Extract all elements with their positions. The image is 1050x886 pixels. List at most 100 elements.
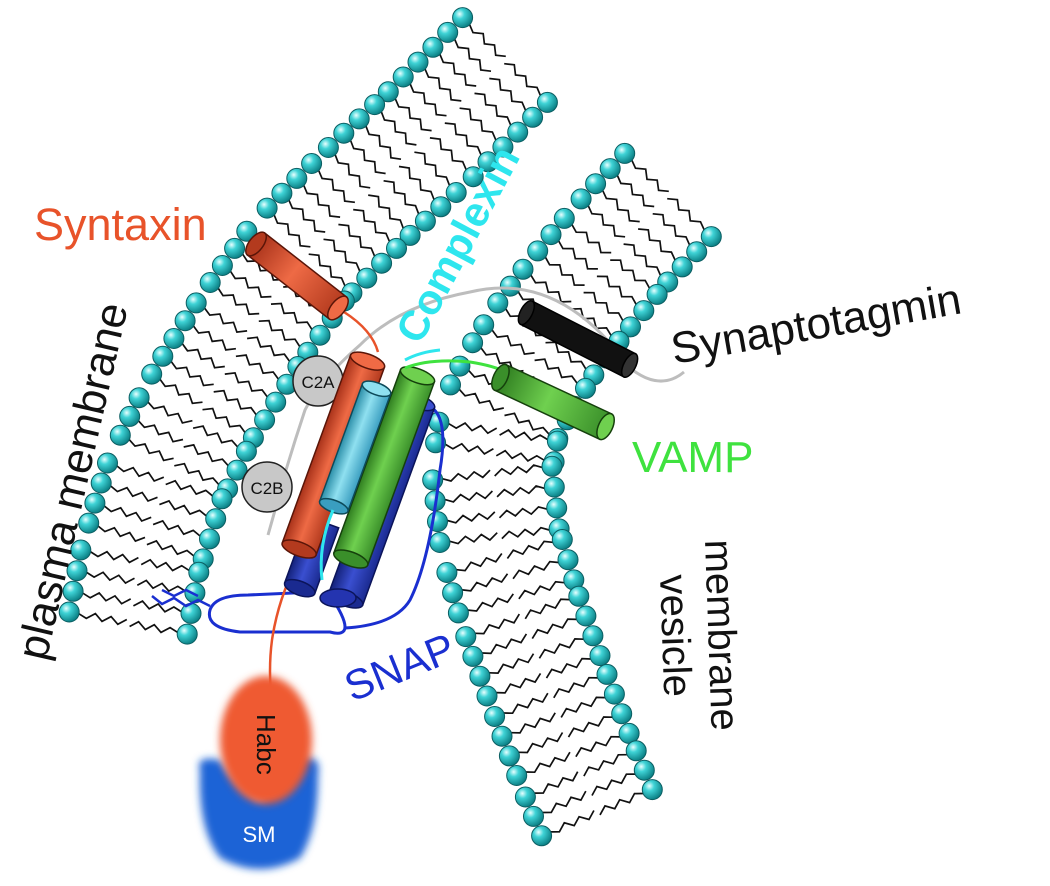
lipid-head — [625, 740, 647, 762]
lipid-head — [522, 106, 544, 128]
lipid-head — [309, 324, 331, 346]
syntaxin-label: Syntaxin — [34, 199, 207, 250]
lipid-head — [462, 645, 484, 667]
lipid-head — [445, 182, 467, 203]
lipid-head — [392, 66, 414, 88]
lipid-head — [109, 424, 131, 446]
complexin-linker — [404, 348, 441, 362]
vamp-tm — [491, 363, 615, 441]
lipid-head — [414, 210, 436, 232]
habc-label: Habc — [251, 714, 281, 775]
lipid-head — [429, 532, 451, 553]
lipid-head — [265, 391, 287, 413]
lipid-head — [364, 94, 386, 116]
lipid-head — [152, 345, 174, 367]
lipid-head — [128, 387, 150, 409]
lipid-head — [70, 539, 92, 561]
lipid-head — [371, 252, 393, 274]
lipid-head — [570, 188, 592, 210]
vamp-label: VAMP — [632, 433, 753, 482]
lipid-head — [348, 108, 370, 130]
lipid-head — [174, 310, 196, 332]
lipid-head — [422, 36, 444, 58]
lipid-head — [514, 786, 536, 808]
lipid-head — [333, 122, 355, 144]
lipid-head — [633, 300, 655, 322]
lipid-head — [700, 226, 722, 248]
lipid-head — [551, 529, 573, 550]
lipid-head — [455, 626, 477, 648]
synaptotagmin-label: Synaptotagmin — [667, 275, 965, 374]
lipid-head — [557, 549, 579, 571]
lipid-head — [546, 497, 568, 519]
lipid-head — [568, 585, 590, 607]
lipid-head — [256, 197, 278, 219]
lipid-head — [184, 582, 206, 604]
lipid-head — [236, 220, 258, 242]
lipid-head — [356, 267, 378, 289]
lipid-head — [141, 363, 163, 385]
lipid-head — [447, 602, 469, 624]
lipid-head — [487, 292, 509, 314]
lipid-head — [531, 825, 553, 847]
lipid-head — [575, 605, 597, 627]
lipid-head — [317, 137, 339, 158]
lipid-head — [226, 459, 248, 481]
lipid-head — [271, 182, 293, 204]
lipid-head — [646, 283, 668, 305]
lipid-head — [611, 703, 633, 725]
lipid-head — [163, 328, 185, 349]
lipid-tails — [78, 24, 542, 634]
lipid-head — [575, 377, 596, 399]
c2b-label: C2B — [250, 479, 283, 498]
c2b-domain — [241, 461, 293, 513]
lipid-head — [614, 142, 636, 164]
lipid-head — [492, 136, 514, 158]
lipid-head — [484, 706, 506, 727]
lipid-head — [671, 256, 693, 278]
complexin-helix — [318, 380, 392, 515]
lipid-head — [78, 512, 100, 534]
lipid-head — [641, 779, 663, 801]
lipid-head — [90, 472, 112, 494]
lipid-head — [452, 7, 474, 29]
lipid-head — [462, 332, 484, 354]
lipid-head — [469, 665, 491, 687]
lipid-head — [499, 275, 521, 297]
lipid-head — [442, 582, 464, 604]
lipid-head — [633, 759, 655, 781]
lipid-head — [176, 623, 198, 645]
lipid-head — [386, 237, 407, 259]
lipid-head — [507, 121, 529, 143]
lipid-head — [603, 683, 625, 705]
lipid-tails — [442, 160, 705, 833]
lipid-head — [543, 476, 565, 498]
lipid-head — [84, 492, 106, 514]
membrane-label: membrane — [696, 539, 747, 732]
vamp-helix — [332, 365, 436, 569]
lipid-head — [523, 805, 544, 827]
snap-linker — [207, 590, 347, 635]
lipid-head — [585, 173, 607, 195]
lipid-head — [199, 528, 220, 550]
snap-helix-cap — [319, 588, 357, 608]
habc-domain: Habc — [220, 676, 312, 804]
lipid-head — [286, 167, 308, 189]
lipid-head — [476, 685, 498, 707]
syntaxin-tm-linker — [343, 310, 380, 353]
lipid-head — [224, 237, 246, 259]
c2a-label: C2A — [301, 373, 335, 392]
lipid-head — [620, 316, 641, 338]
snap-linker-right — [344, 403, 445, 630]
lipid-head — [596, 663, 618, 685]
lipid-head — [425, 432, 447, 454]
lipid-head — [589, 645, 611, 667]
lipid-head — [527, 240, 549, 262]
lipid-head — [686, 241, 708, 263]
lipid-head — [97, 452, 118, 474]
lipid-head — [536, 91, 558, 113]
lipid-head — [235, 440, 257, 462]
lipid-head — [599, 158, 621, 180]
